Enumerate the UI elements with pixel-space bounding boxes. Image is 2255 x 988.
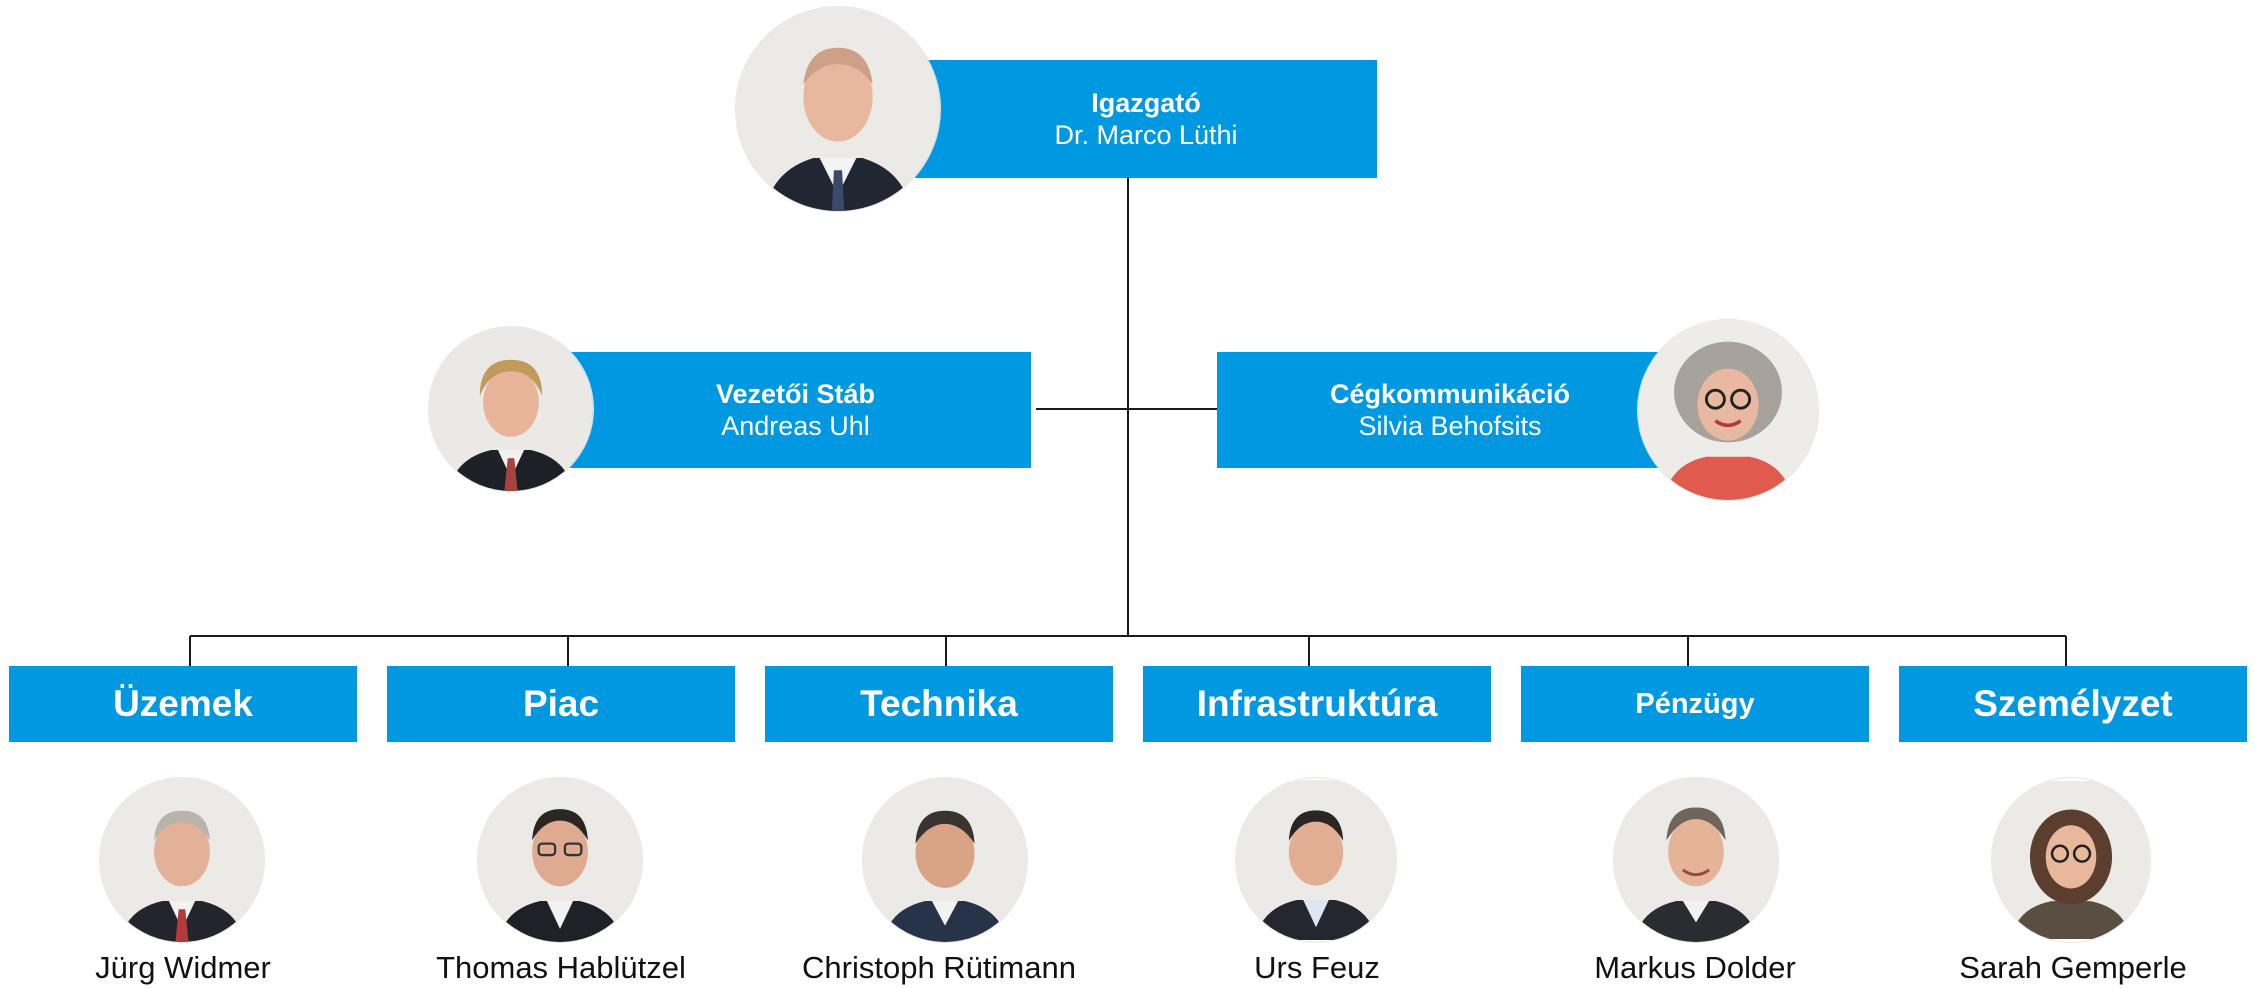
director-box: Igazgató Dr. Marco Lüthi <box>915 60 1377 178</box>
dept-head-avatar-4 <box>1614 778 1778 942</box>
dept-head-avatar-0 <box>100 778 264 942</box>
staff-right-avatar <box>1638 320 1818 500</box>
dept-box-penzugy: Pénzügy <box>1521 666 1869 742</box>
dept-box-szemelyzet: Személyzet <box>1899 666 2247 742</box>
staff-left-role: Vezetői Stáb <box>715 379 876 409</box>
staff-right-role: Cégkommunikáció <box>1329 379 1571 409</box>
dept-head-avatar-2 <box>863 778 1027 942</box>
dept-head-name-1: Thomas Hablützel <box>436 950 686 985</box>
dept-head-avatar-1 <box>478 778 642 942</box>
staff-left-avatar <box>429 327 593 491</box>
dept-box-piac: Piac <box>387 666 735 742</box>
dept-box-technika: Technika <box>765 666 1113 742</box>
dept-box-infrastruktura: Infrastruktúra <box>1143 666 1491 742</box>
staff-box-right: Cégkommunikáció Silvia Behofsits <box>1217 352 1683 468</box>
director-role: Igazgató <box>1091 88 1201 118</box>
dept-head-name-0: Jürg Widmer <box>95 950 271 985</box>
staff-right-name: Silvia Behofsits <box>1358 411 1542 441</box>
staff-left-name: Andreas Uhl <box>721 411 870 441</box>
dept-head-name-4: Markus Dolder <box>1594 950 1796 985</box>
staff-box-left: Vezetői Stáb Andreas Uhl <box>560 352 1031 468</box>
dept-head-name-3: Urs Feuz <box>1254 950 1380 985</box>
dept-head-name-2: Christoph Rütimann <box>802 950 1076 985</box>
dept-head-avatar-3 <box>1236 778 1396 942</box>
director-name: Dr. Marco Lüthi <box>1054 120 1238 150</box>
dept-head-avatar-5 <box>1992 778 2150 942</box>
director-avatar <box>736 7 940 211</box>
dept-head-name-5: Sarah Gemperle <box>1959 950 2187 985</box>
dept-box-uzemek: Üzemek <box>9 666 357 742</box>
